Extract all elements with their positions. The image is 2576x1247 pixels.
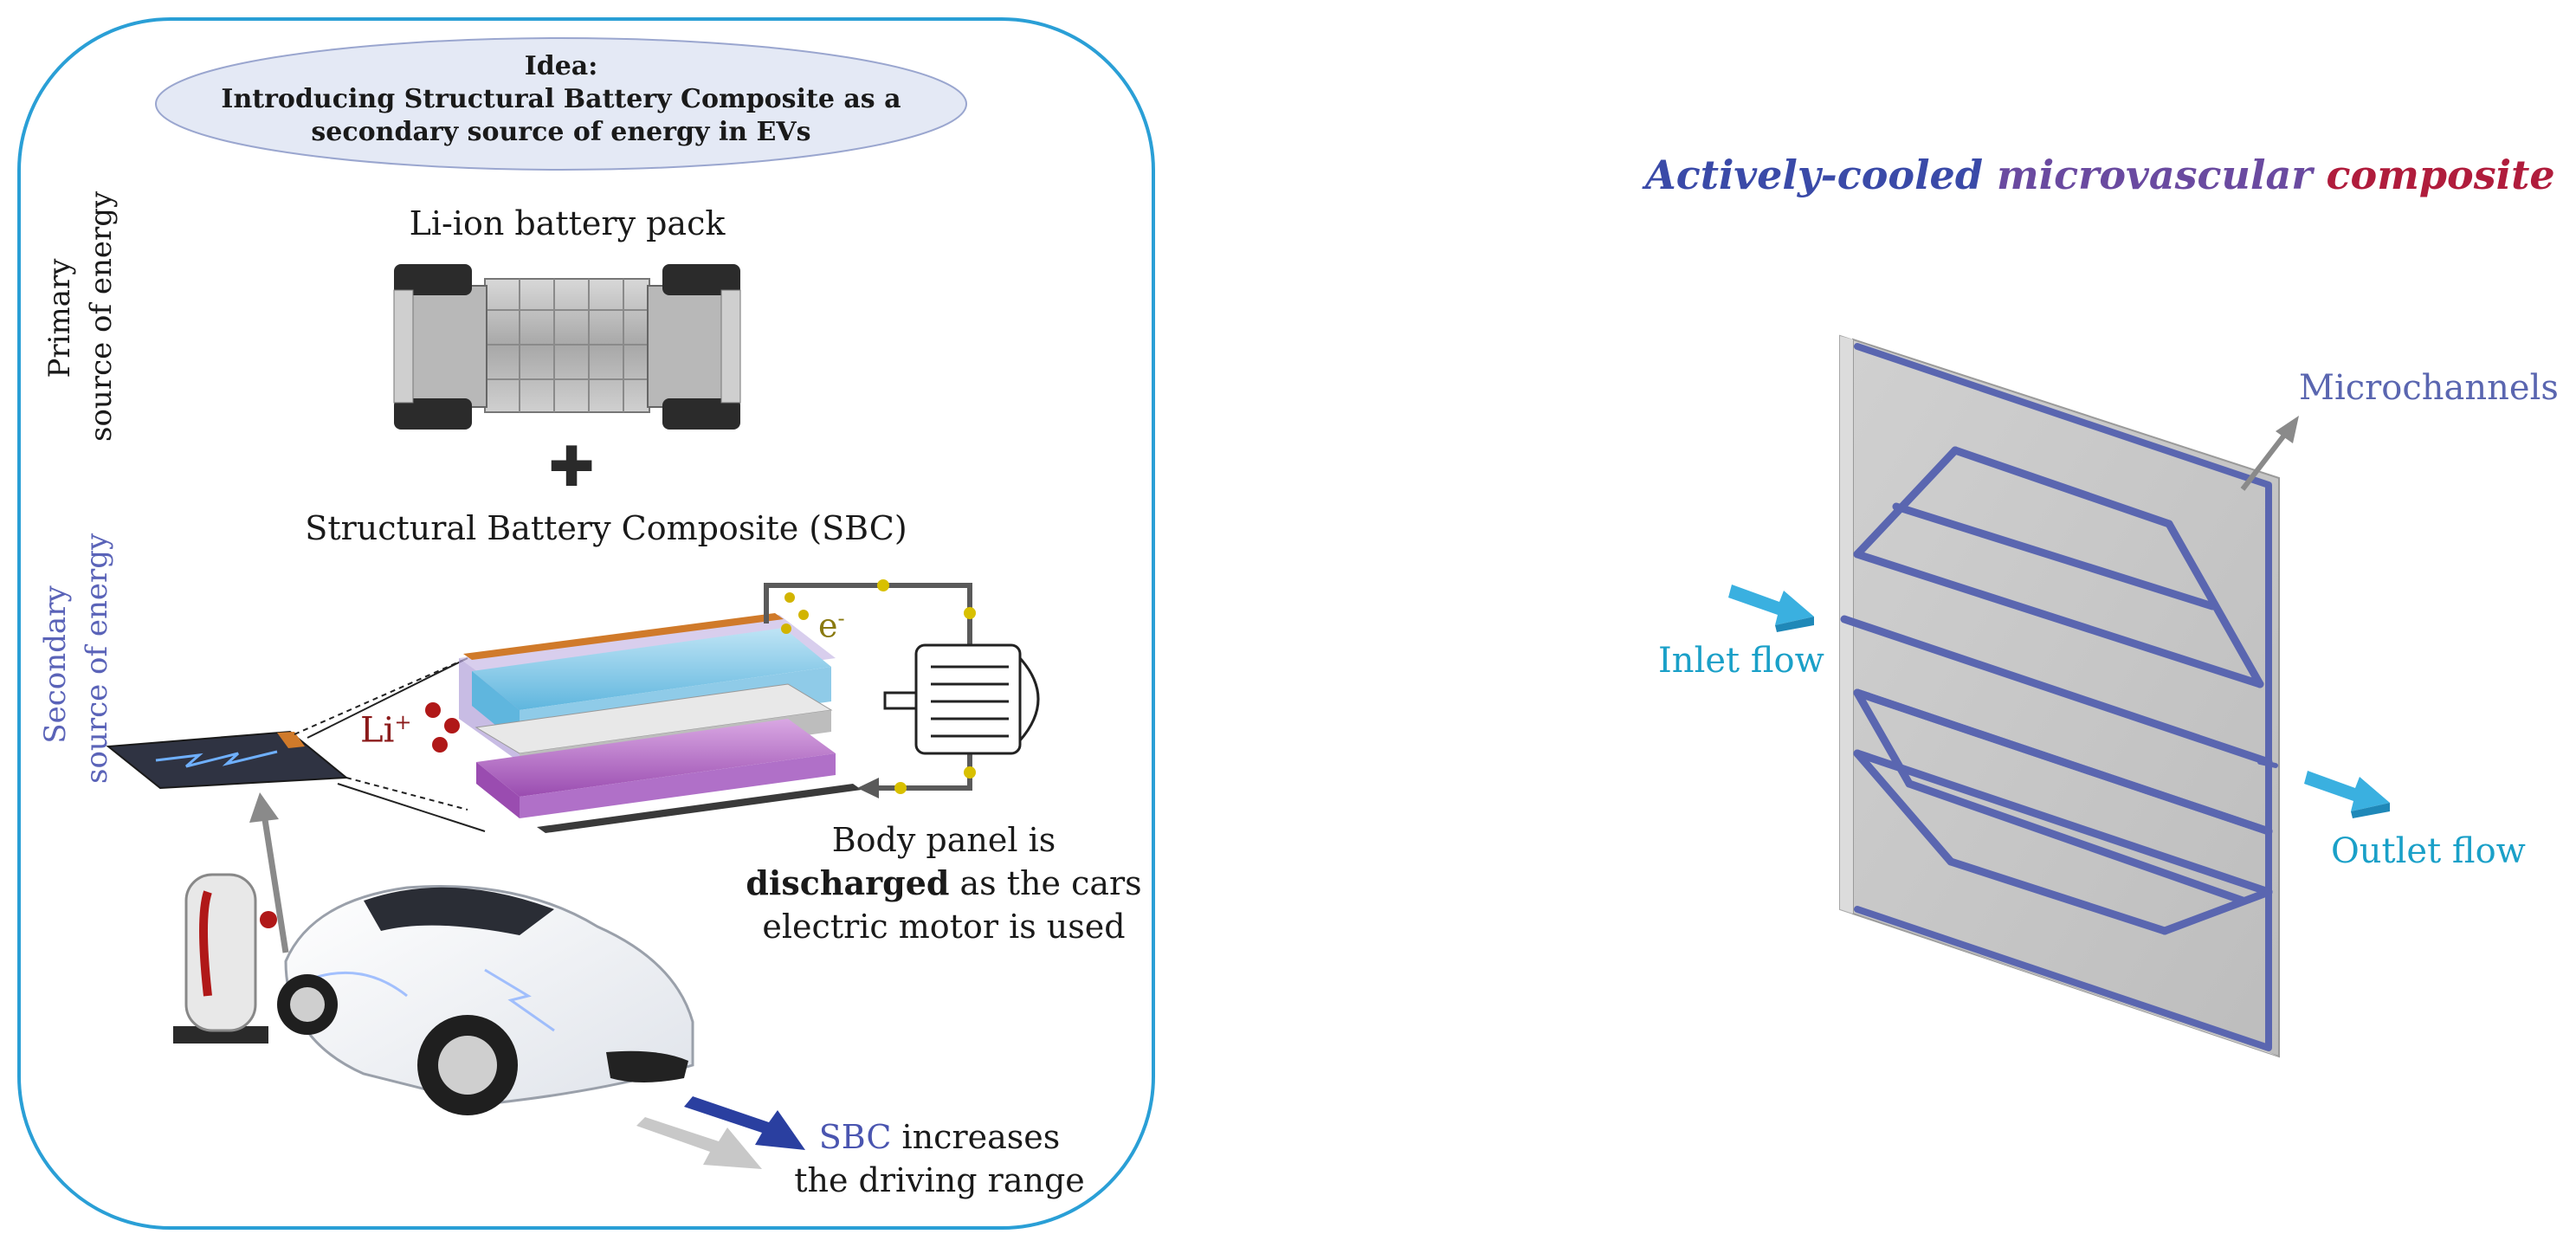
right-panel-title: Actively-cooled microvascular composite — [1645, 152, 2555, 198]
driving-range-line-2: the driving range — [794, 1161, 1085, 1199]
outlet-flow-arrow — [2304, 771, 2390, 818]
primary-label-line-2: source of energy — [84, 191, 119, 442]
title-part-microvascular: microvascular — [1997, 152, 2313, 198]
sbc-layer-stack — [459, 613, 862, 833]
primary-energy-label: Primary source of energy — [39, 191, 122, 442]
electron-particles — [781, 592, 809, 634]
body-panel-line-1: Body panel is — [831, 821, 1056, 859]
plus-icon: ✚ — [548, 436, 595, 500]
driving-range-line-1: SBC increases — [762, 1115, 1117, 1159]
li-ion-sup: + — [394, 710, 412, 734]
body-panel-line-2-rest: as the cars — [949, 864, 1142, 902]
idea-title: Idea: — [524, 51, 598, 81]
secondary-energy-label: Secondary source of energy — [35, 533, 118, 784]
microchannel-network — [1840, 343, 2278, 1051]
body-panel-line-2: discharged as the cars — [736, 862, 1152, 905]
sbc-concept-diagram — [17, 17, 1155, 1230]
body-panel-illustration — [106, 730, 349, 790]
title-part-composite: composite — [2326, 152, 2555, 198]
electric-motor-icon — [883, 643, 1040, 755]
battery-pack-illustration — [393, 264, 741, 430]
microchannels-label: Microchannels — [2299, 368, 2559, 408]
inlet-flow-label: Inlet flow — [1658, 641, 1824, 681]
idea-line-2: secondary source of energy in EVs — [311, 117, 811, 147]
composite-panel — [1839, 334, 2280, 1058]
title-part-actively-cooled: Actively-cooled — [1645, 152, 1983, 198]
li-ion-particles — [425, 702, 460, 753]
body-panel-line-3: electric motor is used — [762, 908, 1126, 946]
sbc-label: Structural Battery Composite (SBC) — [305, 509, 907, 547]
driving-range-caption: SBC increases the driving range — [762, 1115, 1117, 1202]
panel-frame — [17, 17, 1155, 1230]
li-ion-text: Li — [360, 710, 395, 751]
zoom-lines — [294, 657, 468, 811]
car-to-panel-arrow — [249, 792, 289, 953]
electron-label: e- — [818, 606, 845, 645]
idea-heading: Idea: Introducing Structural Battery Com… — [156, 50, 966, 149]
electron-text: e — [818, 606, 838, 645]
circuit-arrowhead — [857, 778, 879, 798]
microchannels-arrow — [2240, 416, 2299, 491]
primary-label-line-1: Primary — [42, 258, 77, 378]
battery-pack-label: Li-ion battery pack — [409, 204, 726, 242]
li-ion-label: Li+ — [360, 710, 411, 750]
idea-ellipse — [155, 37, 967, 171]
inlet-flow-arrow — [1728, 585, 1814, 632]
electron-sup: - — [837, 606, 845, 630]
electric-car-illustration — [277, 885, 694, 1115]
discharged-bold: discharged — [746, 863, 950, 902]
driving-range-arrows — [636, 1096, 805, 1169]
idea-line-1: Introducing Structural Battery Composite… — [221, 84, 901, 114]
outlet-flow-label: Outlet flow — [2331, 831, 2526, 871]
body-panel-caption: Body panel is discharged as the cars ele… — [736, 818, 1152, 948]
sbc-highlight: SBC — [818, 1118, 892, 1156]
secondary-label-line-2: source of energy — [80, 533, 114, 784]
secondary-label-line-1: Secondary — [38, 585, 73, 744]
driving-range-line-1-rest: increases — [891, 1118, 1061, 1156]
charging-station-icon — [173, 873, 277, 1043]
